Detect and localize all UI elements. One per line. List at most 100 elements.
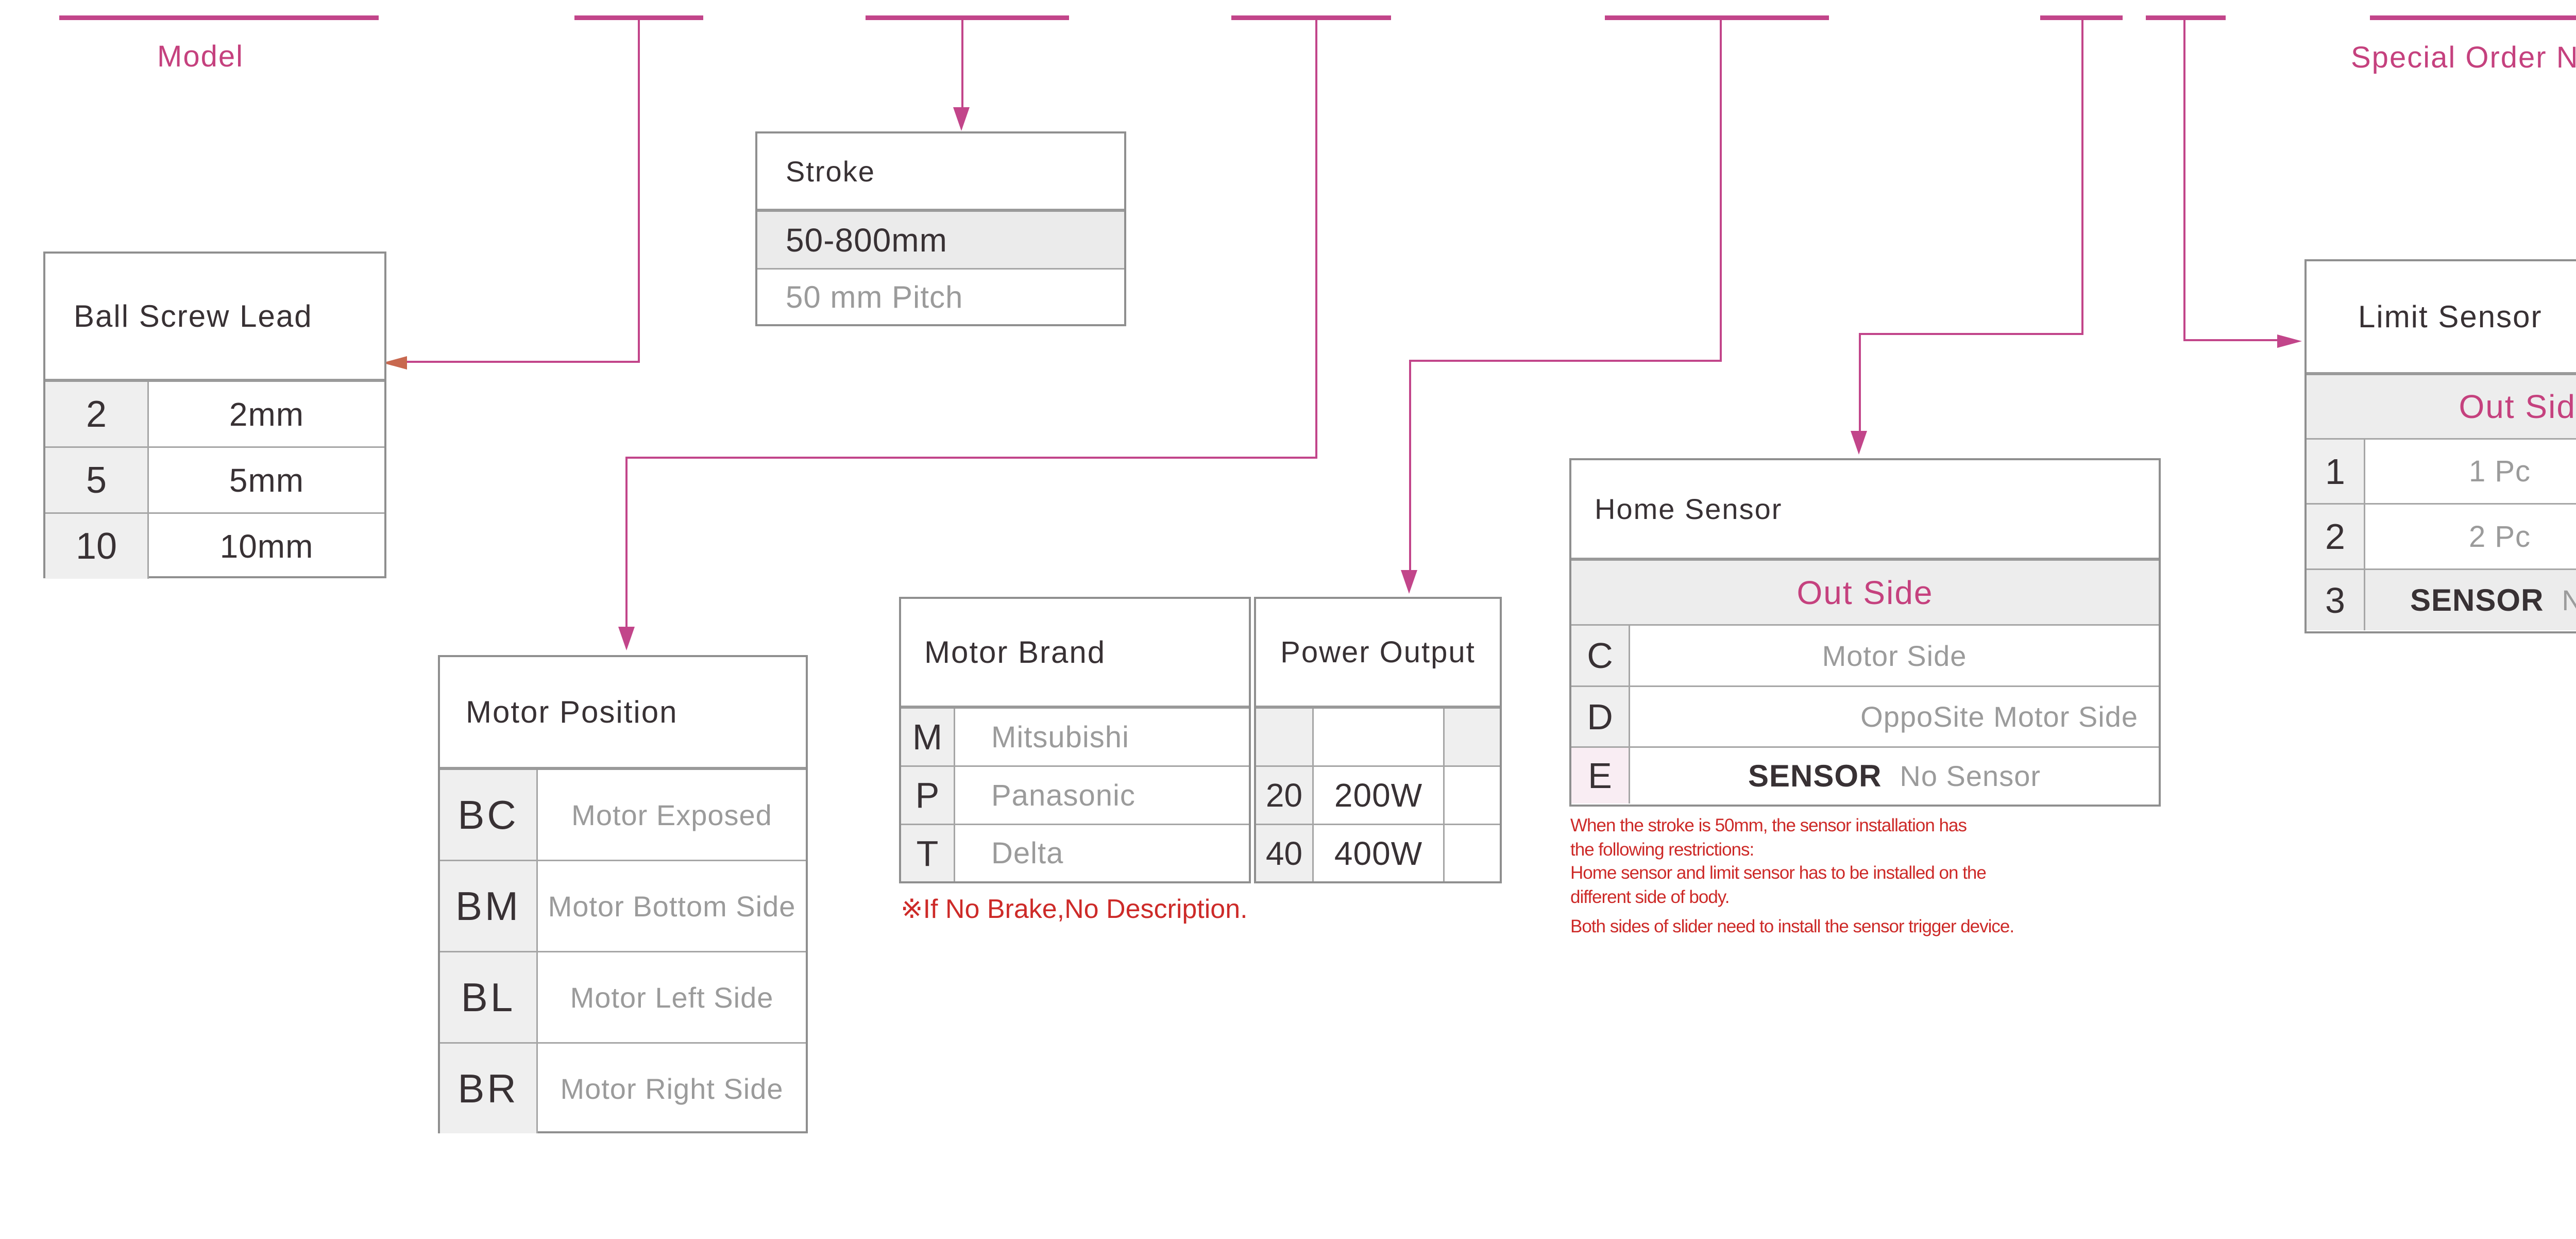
table-row: 10 10mm — [45, 514, 384, 579]
power-output-extra-cell — [1445, 767, 1500, 824]
table-row: M Mitsubishi — [901, 709, 1249, 767]
home-sensor-title: Home Sensor — [1571, 460, 2159, 561]
limit-sensor-value-3: SENSOR No Sensor — [2365, 570, 2576, 630]
limit-sensor-subheader: Out Side — [2307, 375, 2576, 440]
limit-sensor-key-3: 3 — [2307, 570, 2365, 630]
table-row: P Panasonic — [901, 767, 1249, 825]
home-sensor-subheader: Out Side — [1571, 561, 2159, 626]
limit-sensor-key-1: 1 — [2307, 440, 2365, 503]
motor-brand-key-m: M — [901, 709, 955, 765]
power-output-title: Power Output — [1256, 599, 1500, 709]
home-sensor-table: Home Sensor Out Side C Motor Side D Oppo… — [1569, 458, 2161, 807]
motor-brand-title: Motor Brand — [901, 599, 1249, 709]
motor-position-value-bm: Motor Bottom Side — [548, 890, 796, 923]
table-row: D OppoSite Motor Side — [1571, 687, 2159, 748]
sensor-note-line-5: Both sides of slider need to install the… — [1570, 916, 2014, 936]
code-segment-model — [59, 15, 379, 20]
motor-brand-value-mitsubishi: Mitsubishi — [991, 720, 1129, 754]
stroke-pitch: 50 mm Pitch — [786, 279, 963, 314]
code-segment-limit-sensor — [2146, 15, 2226, 20]
model-label: Model — [157, 40, 244, 73]
sensor-note-line-2: the following restrictions: — [1570, 840, 1754, 860]
table-row: BM Motor Bottom Side — [440, 861, 806, 952]
connector-ball-screw-horizontal — [407, 361, 640, 363]
ball-screw-value-2mm: 2mm — [229, 395, 304, 433]
sensor-note-line-1: When the stroke is 50mm, the sensor inst… — [1570, 815, 1967, 835]
table-row: E SENSOR No Sensor — [1571, 748, 2159, 803]
power-output-value-200w: 200W — [1314, 767, 1445, 824]
special-order-label: Special Order No. — [2351, 41, 2576, 74]
motor-brand-value-panasonic: Panasonic — [991, 778, 1136, 812]
motor-brand-value-delta: Delta — [991, 836, 1064, 870]
table-row: 40 400W — [1256, 825, 1500, 881]
code-segment-stroke — [866, 15, 1069, 20]
connector-stroke-vertical — [961, 20, 963, 112]
limit-sensor-value-2-text: 2 Pc — [2468, 520, 2531, 554]
connector-motor-pos-vertical-1 — [1315, 20, 1317, 459]
sensor-note-block-2: Home sensor and limit sensor has to be i… — [1570, 861, 1987, 909]
motor-position-table: Motor Position BC Motor Exposed BM Motor… — [438, 655, 808, 1133]
table-row: BR Motor Right Side — [440, 1044, 806, 1133]
code-segment-motor-pos — [1231, 15, 1391, 20]
power-output-value-empty — [1314, 709, 1445, 765]
home-sensor-value-e-sensor: SENSOR — [1748, 758, 1882, 793]
arrow-down-stroke-icon — [953, 107, 970, 131]
arrow-left-ball-screw-icon — [382, 356, 407, 370]
code-segment-motor-brand — [1605, 15, 1829, 20]
ball-screw-lead-table: Ball Screw Lead 2 2mm 5 5mm 10 10mm — [43, 252, 386, 579]
home-sensor-value-e-no-sensor: No Sensor — [1900, 759, 2041, 792]
connector-motor-brand-vertical-1 — [1720, 20, 1722, 362]
table-row: 1 1 Pc — [2307, 440, 2576, 505]
limit-sensor-value-2: 2 Pc — [2365, 505, 2576, 568]
table-row: 2 2 Pc — [2307, 505, 2576, 570]
arrow-down-home-sensor-icon — [1851, 431, 1867, 455]
sensor-note-line-4: different side of body. — [1570, 887, 1730, 907]
table-row: BC Motor Exposed — [440, 770, 806, 861]
motor-brand-key-t: T — [901, 825, 955, 881]
home-sensor-key-e: E — [1571, 748, 1630, 803]
limit-sensor-title: Limit Sensor — [2307, 261, 2576, 375]
ball-screw-value-5mm: 5mm — [229, 461, 304, 499]
code-segment-ball-screw — [574, 15, 703, 20]
home-sensor-key-d: D — [1571, 687, 1630, 746]
connector-limit-sensor-horizontal — [2183, 339, 2280, 341]
connector-motor-pos-horizontal — [625, 457, 1317, 459]
limit-sensor-value-3-no-sensor: No Sensor — [2562, 584, 2576, 616]
table-row: 3 SENSOR No Sensor — [2307, 570, 2576, 630]
code-segment-special — [2370, 15, 2576, 20]
table-row — [1256, 709, 1500, 767]
power-output-extra-cell — [1445, 825, 1500, 881]
ball-screw-key-2: 2 — [45, 382, 149, 446]
motor-position-key-br: BR — [440, 1044, 538, 1133]
connector-motor-pos-vertical-2 — [625, 457, 628, 628]
ball-screw-lead-title: Ball Screw Lead — [45, 254, 384, 382]
home-sensor-value-e: SENSOR No Sensor — [1630, 748, 2159, 803]
motor-position-value-bc: Motor Exposed — [571, 798, 772, 831]
motor-position-value-br: Motor Right Side — [560, 1072, 784, 1105]
connector-motor-brand-horizontal — [1409, 360, 1722, 362]
sensor-note-line-3: Home sensor and limit sensor has to be i… — [1570, 863, 1987, 883]
table-row: C Motor Side — [1571, 626, 2159, 687]
home-sensor-key-c: C — [1571, 626, 1630, 685]
stroke-table: Stroke 50-800mm 50 mm Pitch — [755, 131, 1126, 326]
arrow-right-limit-sensor-icon — [2277, 334, 2302, 348]
motor-position-value-bl: Motor Left Side — [570, 981, 774, 1014]
limit-sensor-value-1: 1 Pc — [2365, 440, 2576, 503]
table-row: 50 mm Pitch — [757, 270, 1124, 324]
connector-ball-screw-vertical — [638, 20, 640, 363]
motor-position-key-bc: BC — [440, 770, 538, 860]
connector-home-sensor-vertical-1 — [2081, 20, 2083, 335]
sensor-note-block-3: Both sides of slider need to install the… — [1570, 914, 2014, 939]
stroke-title: Stroke — [757, 133, 1124, 212]
connector-motor-brand-vertical-2 — [1409, 360, 1411, 570]
power-output-extra-cell — [1445, 709, 1500, 765]
motor-position-key-bl: BL — [440, 952, 538, 1042]
home-sensor-value-d: OppoSite Motor Side — [1860, 700, 2138, 733]
sensor-note-block-1: When the stroke is 50mm, the sensor inst… — [1570, 813, 1967, 862]
ball-screw-value-10mm: 10mm — [219, 528, 314, 565]
power-output-key-empty — [1256, 709, 1314, 765]
table-row: BL Motor Left Side — [440, 952, 806, 1044]
power-output-value-400w: 400W — [1314, 825, 1445, 881]
motor-position-key-bm: BM — [440, 861, 538, 951]
